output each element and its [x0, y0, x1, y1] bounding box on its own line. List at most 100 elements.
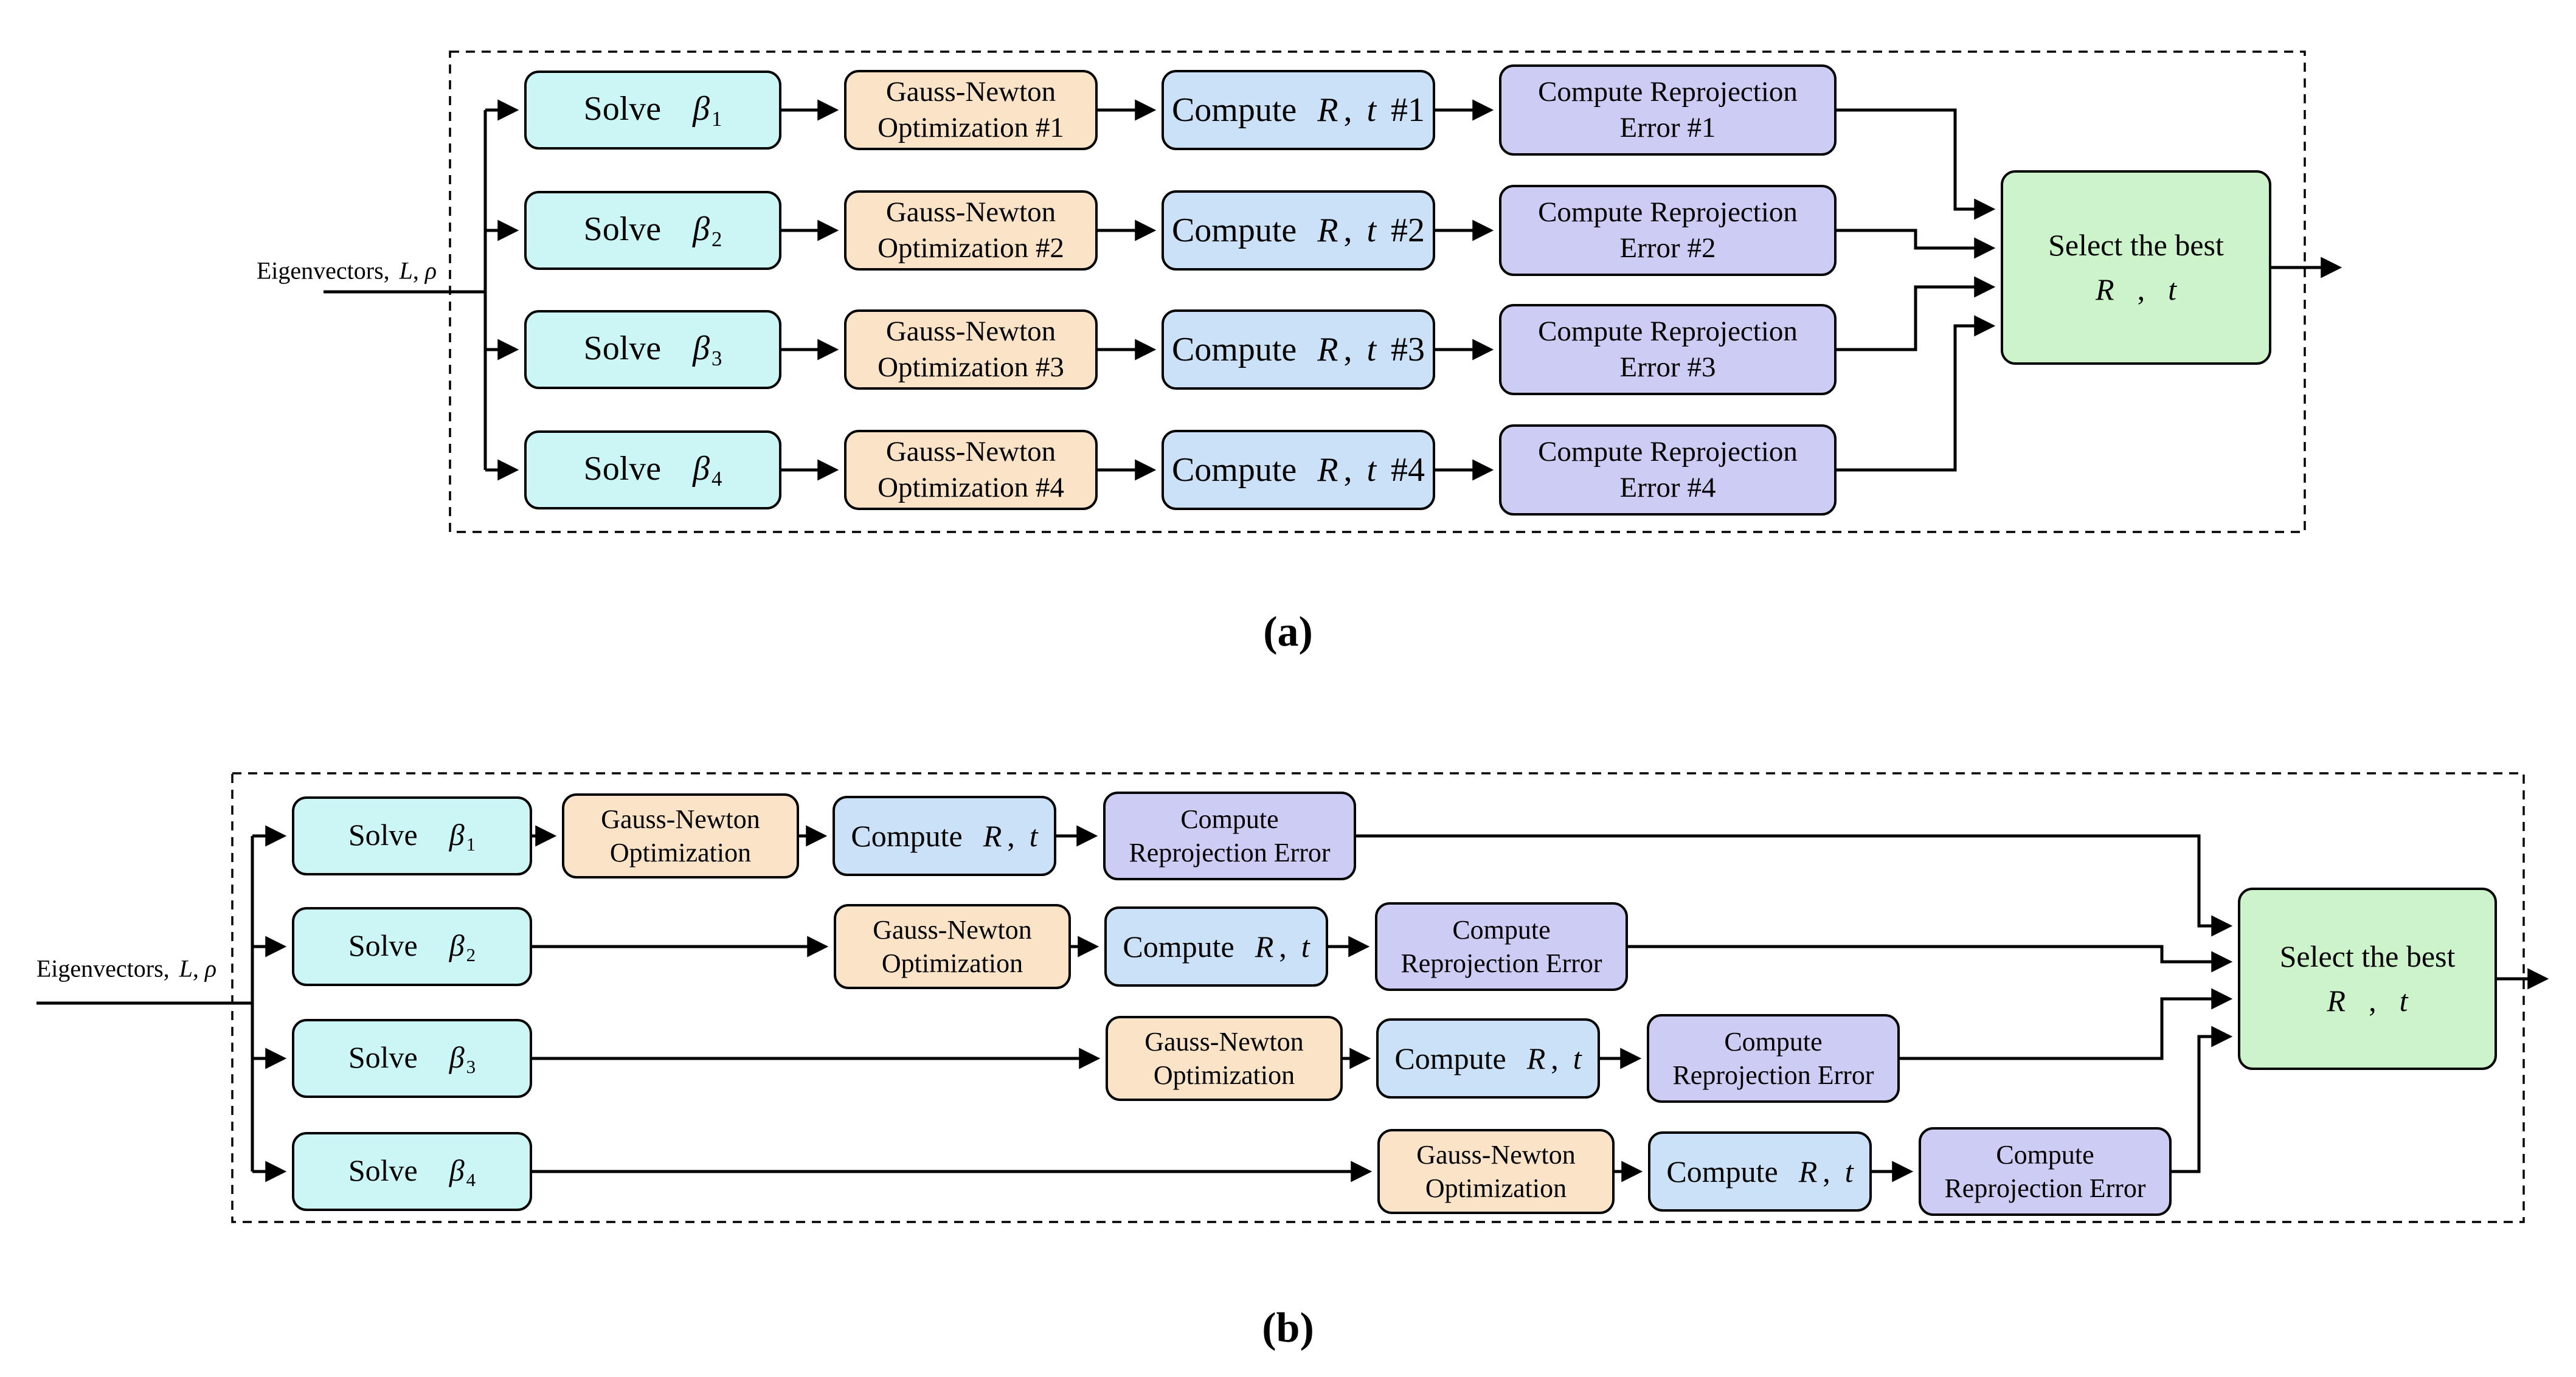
box-label: Gauss-Newton [885, 196, 1056, 228]
box-label: Error #2 [1619, 232, 1716, 264]
caption-a: (a) [1263, 609, 1313, 655]
box-label: Reprojection Error [1672, 1060, 1874, 1090]
route-to-select [1900, 988, 2233, 1060]
box-label: Gauss-Newton [1144, 1026, 1304, 1057]
box-label: Compute Reprojection [1538, 75, 1798, 108]
gauss-newton-box-b4: Gauss-Newton Optimization [1377, 1129, 1615, 1214]
input-text: Eigenvectors, [256, 257, 390, 285]
reprojection-error-3-box-a: Compute Reprojection Error #3 [1499, 304, 1837, 395]
reprojection-error-box-b1: Compute Reprojection Error [1103, 792, 1356, 880]
gauss-newton-2-box-a: Gauss-Newton Optimization #2 [844, 190, 1098, 271]
diagram-a-wires [324, 50, 2342, 533]
box-label: Optimization #1 [878, 112, 1064, 143]
caption-b: (b) [1262, 1305, 1314, 1351]
reprojection-error-4-box-a: Compute Reprojection Error #4 [1499, 424, 1837, 516]
dashed-border-b [231, 772, 2525, 1223]
box-label: Compute [1452, 914, 1551, 945]
comma: , [412, 257, 419, 285]
comma: , [192, 954, 199, 982]
gauss-newton-4-box-a: Gauss-Newton Optimization #4 [844, 430, 1098, 510]
box-label: Optimization #4 [878, 472, 1064, 503]
math-rho: ρ [424, 257, 437, 285]
route-to-select [1356, 834, 2233, 937]
math-rho: ρ [204, 954, 217, 982]
box-label: Compute [1180, 804, 1279, 834]
box-label: Gauss-Newton [885, 435, 1056, 468]
route-to-select [1837, 108, 1996, 220]
box-label: Optimization [609, 838, 752, 868]
box-label: Error #4 [1619, 472, 1716, 503]
box-label: Optimization #3 [878, 351, 1064, 383]
box-label: Compute Reprojection [1538, 435, 1798, 468]
box-label: Reprojection Error [1129, 838, 1331, 868]
route-to-select [1837, 315, 1996, 472]
box-label: Optimization [881, 948, 1023, 978]
box-label: R,t [2327, 984, 2408, 1018]
box-label: Gauss-Newton [1416, 1139, 1576, 1170]
box-label: Compute [1996, 1139, 2094, 1170]
box-label: Optimization #2 [878, 232, 1064, 264]
box-label: Optimization [1153, 1060, 1295, 1090]
box-label: Compute [1724, 1026, 1823, 1057]
input-label-a: Eigenvectors, L,ρ [257, 257, 437, 285]
route-to-select [1628, 945, 2233, 973]
math-L: L [399, 257, 413, 285]
box-label: Error #3 [1619, 351, 1716, 383]
gauss-newton-box-b3: Gauss-Newton Optimization [1106, 1016, 1343, 1101]
box-label: Gauss-Newton [885, 75, 1056, 108]
box-label: Compute Reprojection [1538, 196, 1798, 228]
input-label-b: Eigenvectors,L,ρ [36, 954, 216, 983]
input-text: Eigenvectors, [36, 954, 170, 982]
reprojection-error-box-b4: Compute Reprojection Error [1919, 1127, 2172, 1216]
box-label: Reprojection Error [1944, 1173, 2146, 1203]
gauss-newton-1-box-a: Gauss-Newton Optimization #1 [844, 70, 1098, 150]
box-label: Compute Reprojection [1538, 315, 1798, 347]
route-to-select [2172, 1026, 2233, 1173]
reprojection-error-1-box-a: Compute Reprojection Error #1 [1499, 64, 1837, 156]
box-label: Optimization [1425, 1173, 1567, 1203]
gauss-newton-box-b2: Gauss-Newton Optimization [834, 904, 1071, 989]
route-to-select [1837, 276, 1996, 351]
gauss-newton-box-b1: Gauss-Newton Optimization [562, 793, 799, 878]
box-label: R,t [2096, 272, 2176, 306]
box-label: Error #1 [1619, 112, 1716, 143]
box-label: Select the best [2048, 228, 2224, 262]
box-label: Gauss-Newton [873, 914, 1032, 945]
box-label: Gauss-Newton [601, 804, 760, 834]
box-label: Select the best [2279, 939, 2456, 973]
diagram-b-wires [36, 772, 2549, 1223]
select-best-box-a: Select the best R,t [2001, 170, 2271, 365]
select-best-box-b: Select the best R,t [2238, 888, 2497, 1070]
reprojection-error-box-b3: Compute Reprojection Error [1647, 1014, 1900, 1103]
